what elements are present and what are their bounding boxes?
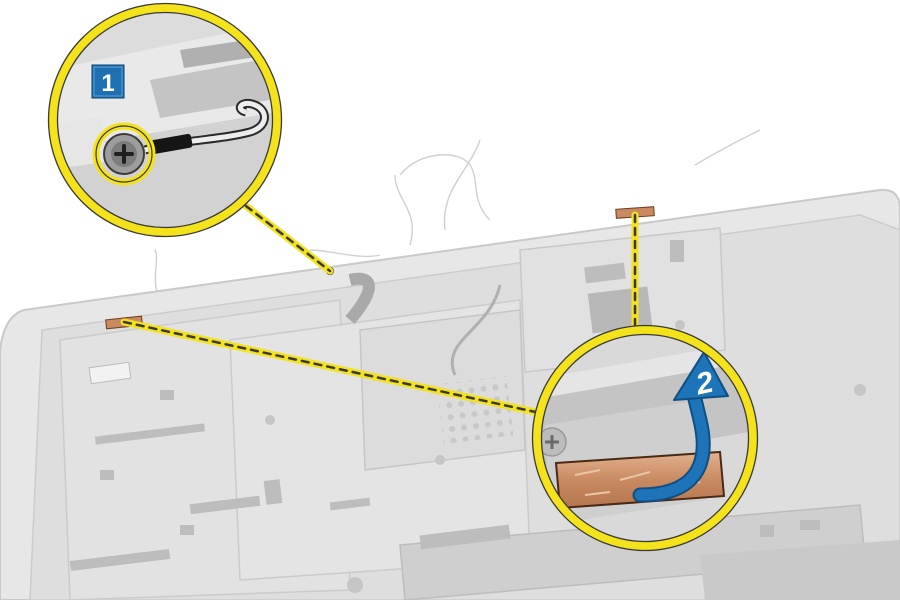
background-wires — [154, 129, 761, 301]
leader-lines — [120, 202, 639, 417]
step-1-badge: 1 — [91, 64, 125, 99]
screw-icon — [103, 133, 145, 175]
callout-tape-detail: 2 — [531, 324, 759, 552]
lift-arrow-icon — [632, 351, 729, 503]
callout-screw-detail: 1 — [47, 2, 283, 238]
step-1-number: 1 — [101, 70, 114, 97]
